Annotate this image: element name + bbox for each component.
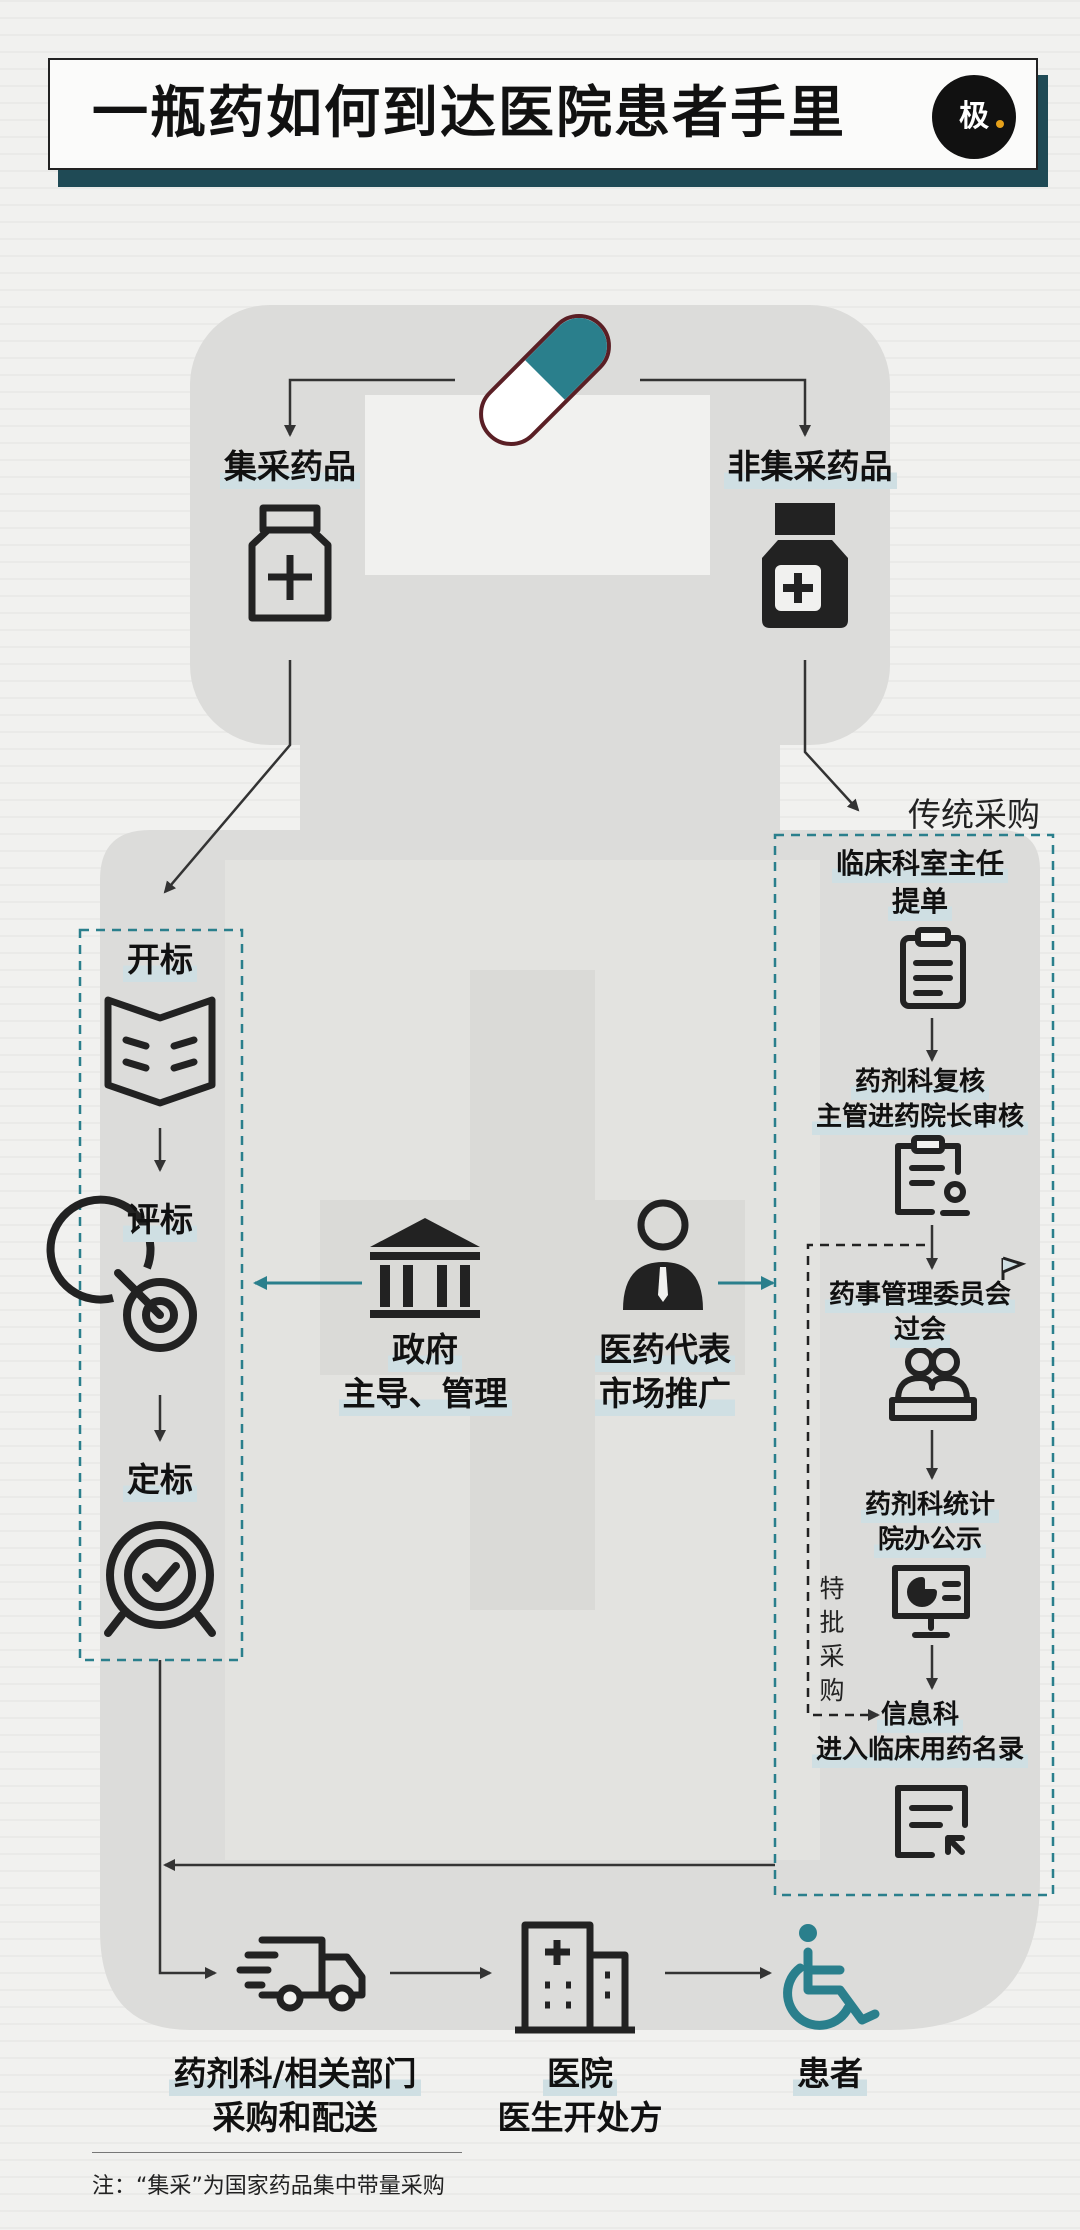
medicine-bottle-filled-icon [762, 503, 848, 628]
step-open-bid: 开标 [100, 938, 220, 982]
page-title: 一瓶药如何到达医院患者手里 [92, 81, 846, 146]
clipboard-icon [900, 927, 966, 1009]
hospital-building-icon [515, 1921, 635, 2034]
trad-step-2: 药剂科复核主管进药院长审核 [785, 1065, 1055, 1135]
traditional-title: 传统采购 [908, 795, 1040, 834]
government-label: 政府 主导、管理 [315, 1328, 535, 1416]
medical-rep-icon [623, 1199, 703, 1310]
pill-icon [479, 314, 611, 446]
medicine-bottle-icon [248, 504, 332, 622]
wheelchair-patient-icon [783, 1924, 880, 2030]
title-box [48, 58, 1038, 170]
review-document-icon [895, 1135, 970, 1216]
special-approval-path [806, 1243, 925, 1717]
note-divider [92, 2152, 462, 2153]
branch-label-non-centralized: 非集采药品 [700, 445, 920, 489]
government-building-icon [370, 1218, 480, 1318]
step-award-bid: 定标 [100, 1458, 220, 1502]
hospital-label: 医院医生开处方 [497, 2052, 663, 2137]
trad-step-5: 信息科进入临床用药名录 [785, 1698, 1055, 1768]
step-evaluate-bid: 评标 [100, 1198, 220, 1242]
medical-rep-label: 医药代表 市场推广 [570, 1328, 760, 1416]
drug-list-icon [895, 1785, 968, 1858]
bidding-book-icon [104, 996, 216, 1107]
branch-label-centralized: 集采药品 [190, 445, 390, 489]
committee-meeting-icon [889, 1347, 977, 1421]
special-approval-label: 特 批 采 购 [819, 1574, 845, 1705]
trad-step-3: 药事管理委员会过会 [795, 1278, 1045, 1348]
trad-step-4: 药剂科统计院办公示 [805, 1488, 1055, 1558]
trad-step-1: 临床科室主任提单 [795, 845, 1045, 921]
dept-label: 药剂科/相关部门采购和配送 [165, 2052, 425, 2140]
delivery-truck-icon [236, 1936, 366, 2012]
presentation-board-icon [892, 1565, 970, 1638]
traditional-box [773, 833, 1055, 1897]
brand-logo-dot [996, 120, 1004, 128]
bidding-box [78, 928, 244, 1662]
footnote: 注：“集采”为国家药品集中带量采购 [92, 2174, 445, 2199]
brand-logo: 极 [932, 75, 1016, 159]
flag-icon [1001, 1256, 1027, 1280]
patient-label: 患者 [770, 2052, 890, 2096]
award-check-icon [104, 1521, 216, 1637]
